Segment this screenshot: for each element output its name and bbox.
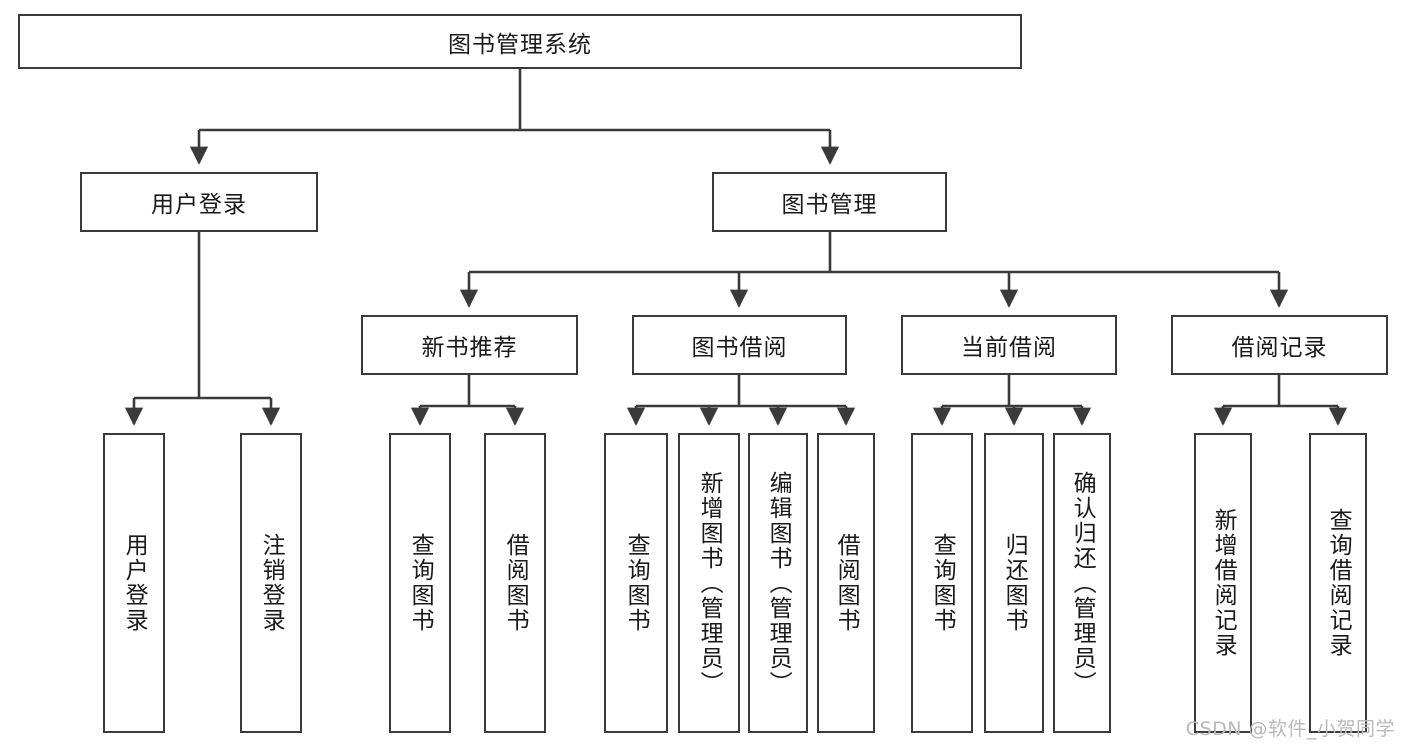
leaf-add-borrow-record[interactable]: 新增借阅记录 xyxy=(1194,433,1252,733)
leaf-edit-book-admin[interactable]: 编辑图书（管理员） xyxy=(748,433,808,733)
node-current-borrow[interactable]: 当前借阅 xyxy=(901,315,1117,375)
node-user-login[interactable]: 用户登录 xyxy=(80,172,318,232)
node-book-management[interactable]: 图书管理 xyxy=(712,172,947,232)
leaf-return-book[interactable]: 归还图书 xyxy=(984,433,1044,733)
leaf-logout[interactable]: 注销登录 xyxy=(240,433,302,733)
watermark: CSDN @软件_小贺同学 xyxy=(1185,718,1395,740)
node-root[interactable]: 图书管理系统 xyxy=(18,14,1022,69)
leaf-query-books-borrow[interactable]: 查询图书 xyxy=(604,433,668,733)
node-borrow-record[interactable]: 借阅记录 xyxy=(1171,315,1388,375)
leaf-query-books-current[interactable]: 查询图书 xyxy=(911,433,973,733)
leaf-query-borrow-record[interactable]: 查询借阅记录 xyxy=(1309,433,1367,733)
leaf-add-book-admin[interactable]: 新增图书（管理员） xyxy=(678,433,740,733)
leaf-confirm-return-admin[interactable]: 确认归还（管理员） xyxy=(1053,433,1111,733)
node-new-book-recommendation[interactable]: 新书推荐 xyxy=(361,315,578,375)
leaf-query-books-rec[interactable]: 查询图书 xyxy=(389,433,451,733)
leaf-borrow-books-rec[interactable]: 借阅图书 xyxy=(484,433,546,733)
node-book-borrow[interactable]: 图书借阅 xyxy=(632,315,847,375)
leaf-borrow-book[interactable]: 借阅图书 xyxy=(817,433,875,733)
leaf-user-login[interactable]: 用户登录 xyxy=(103,433,165,733)
